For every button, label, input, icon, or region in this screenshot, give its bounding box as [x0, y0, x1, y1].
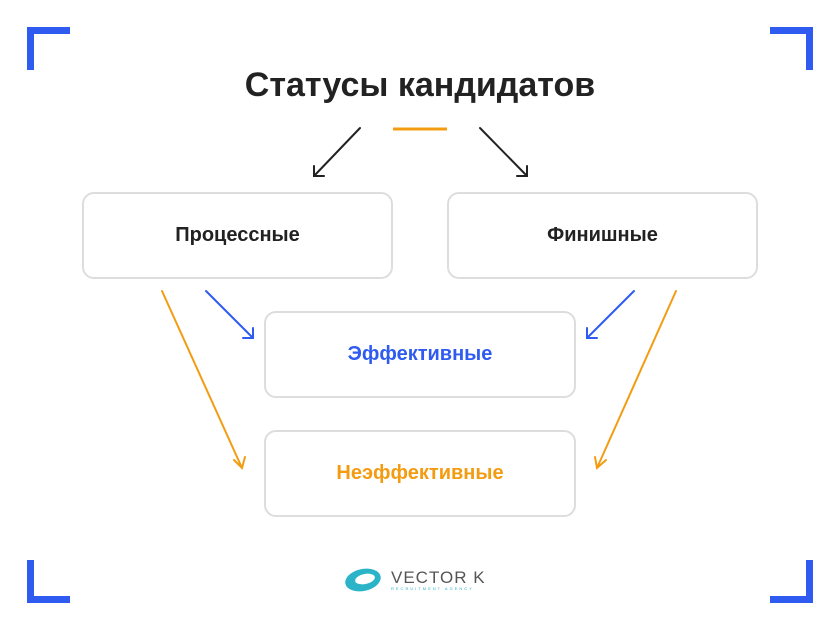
- corner-bracket-top-right: [770, 27, 813, 70]
- logo: VECTOR K RECRUITMENT AGENCY: [343, 566, 486, 594]
- logo-tagline: RECRUITMENT AGENCY: [391, 585, 474, 591]
- corner-bracket-bottom-left: [27, 560, 70, 603]
- node-finish: Финишные: [447, 192, 758, 279]
- node-process: Процессные: [82, 192, 393, 279]
- arrow-process-to-ineffective: [161, 290, 246, 470]
- logo-mark-icon: [345, 568, 381, 592]
- node-finish-label: Финишные: [547, 224, 658, 246]
- corner-bracket-bottom-right: [770, 560, 813, 603]
- node-effective-label: Эффективные: [347, 343, 493, 365]
- arrow-title-to-process: [313, 127, 361, 177]
- node-ineffective-label: Неэффективные: [336, 462, 504, 484]
- node-ineffective: Неэффективные: [264, 430, 576, 517]
- arrow-finish-to-ineffective: [594, 290, 677, 470]
- node-effective: Эффективные: [264, 311, 576, 398]
- arrow-title-to-finish: [479, 127, 528, 177]
- arrow-finish-to-effective: [586, 290, 635, 339]
- node-process-label: Процессные: [175, 224, 300, 246]
- diagram-title: Статусы кандидатов: [244, 66, 596, 104]
- arrow-process-to-effective: [205, 290, 254, 339]
- logo-name: VECTOR K: [391, 567, 486, 587]
- corner-bracket-top-left: [27, 27, 70, 70]
